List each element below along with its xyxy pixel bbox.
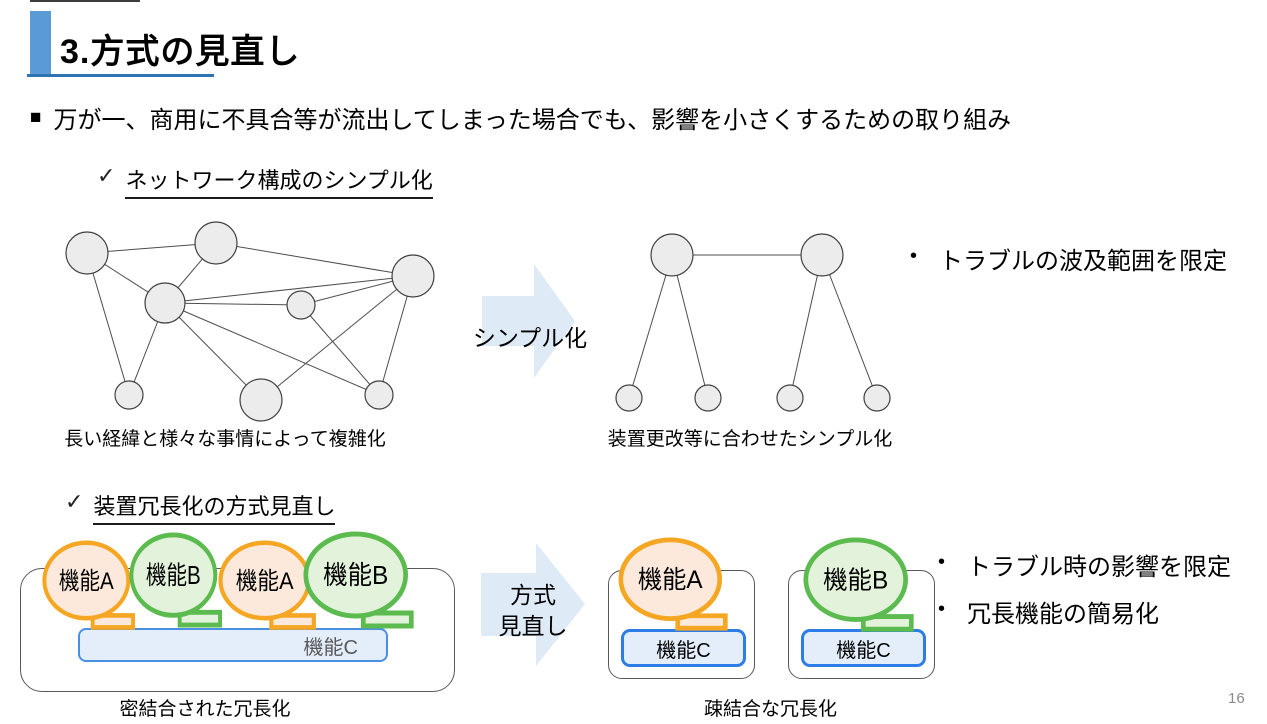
function-b-bubble: 機能B (303, 531, 414, 629)
function-b-bubble: 機能B (803, 537, 914, 632)
redundancy-section-heading-row: ✓ 装置冗長化の方式見直し (65, 489, 336, 525)
top-edge-line (30, 0, 140, 2)
check-icon: ✓ (65, 489, 84, 514)
network-section-heading: ネットワーク構成のシンプル化 (125, 163, 433, 199)
network-benefit-row: • トラブルの波及範囲を限定 (910, 241, 1227, 276)
coupled-caption: 密結合された冗長化 (119, 699, 291, 720)
bubble-label: 機能B (323, 561, 388, 590)
simple-network-diagram (615, 233, 891, 412)
decoupled-base-label: 機能C (836, 639, 891, 662)
decoupled-caption: 疎結合な冗長化 (703, 699, 837, 720)
decoupled-base-label: 機能C (656, 639, 711, 662)
function-a-bubble: 機能A (42, 540, 136, 630)
network-node (364, 380, 394, 410)
main-point-row: ■ 万が一、商用に不具合等が流出してしまった場合でも、影響を小さくするための取り… (30, 100, 1011, 135)
simplify-arrow-label: シンプル化 (472, 325, 588, 351)
network-node (391, 254, 435, 298)
function-b-bubble: 機能B (129, 532, 223, 628)
check-icon: ✓ (97, 163, 116, 188)
redundancy-section-heading: 装置冗長化の方式見直し (93, 489, 336, 525)
complex-network-caption: 長い経緯と様々な事情によって複雑化 (64, 429, 386, 450)
method-review-arrow-icon (481, 543, 585, 666)
redundancy-benefit-text-2: 冗長機能の簡易化 (967, 601, 1160, 628)
network-node (615, 384, 643, 412)
title-accent-bar (30, 11, 51, 74)
network-benefit-text: トラブルの波及範囲を限定 (939, 248, 1228, 275)
decoupled-base-function-box-a: 機能C (621, 629, 746, 667)
bullet-dot-icon: • (938, 598, 946, 620)
square-bullet-icon: ■ (30, 106, 42, 128)
bubble-label: 機能B (146, 561, 201, 590)
page-title: 3.方式の見直し (60, 33, 301, 71)
network-section-heading-row: ✓ ネットワーク構成のシンプル化 (97, 163, 433, 199)
complex-network-diagram (65, 221, 435, 422)
bullet-dot-icon: • (938, 551, 946, 573)
bubble-label: 機能A (59, 567, 114, 594)
network-node (144, 282, 186, 324)
function-a-bubble: 機能A (618, 537, 728, 631)
redundancy-benefit-text-1: トラブル時の影響を限定 (967, 554, 1232, 581)
network-node (800, 233, 844, 277)
network-node (863, 384, 891, 412)
bullet-dot-icon: • (910, 245, 918, 267)
network-node (286, 290, 316, 320)
simplify-arrow-icon (482, 264, 575, 378)
network-node (194, 221, 238, 265)
network-node (65, 231, 109, 275)
bubble-label: 機能B (823, 566, 888, 594)
function-a-bubble: 機能A (218, 540, 316, 630)
coupled-base-label: 機能C (303, 636, 358, 659)
network-node (776, 384, 804, 412)
network-node (650, 233, 694, 277)
bubble-label: 機能A (236, 567, 295, 594)
main-point-text: 万が一、商用に不具合等が流出してしまった場合でも、影響を小さくするための取り組み (53, 107, 1012, 134)
title-underline (27, 74, 214, 77)
simple-network-caption: 装置更改等に合わせたシンプル化 (607, 429, 893, 450)
redundancy-benefit-row-1: • トラブル時の影響を限定 (938, 547, 1231, 582)
arrow-label-line1: 方式 (510, 582, 556, 608)
page-number: 16 (1228, 690, 1245, 707)
network-node (694, 384, 722, 412)
coupled-base-function-box: 機能C (78, 628, 388, 662)
arrow-label-line2: 見直し (498, 613, 568, 639)
method-review-arrow-label: 方式 見直し (488, 580, 578, 642)
redundancy-benefit-row-2: • 冗長機能の簡易化 (938, 594, 1159, 629)
network-node (239, 378, 283, 422)
network-node (114, 380, 144, 410)
bubble-label: 機能A (638, 566, 703, 594)
decoupled-base-function-box-b: 機能C (801, 629, 926, 667)
